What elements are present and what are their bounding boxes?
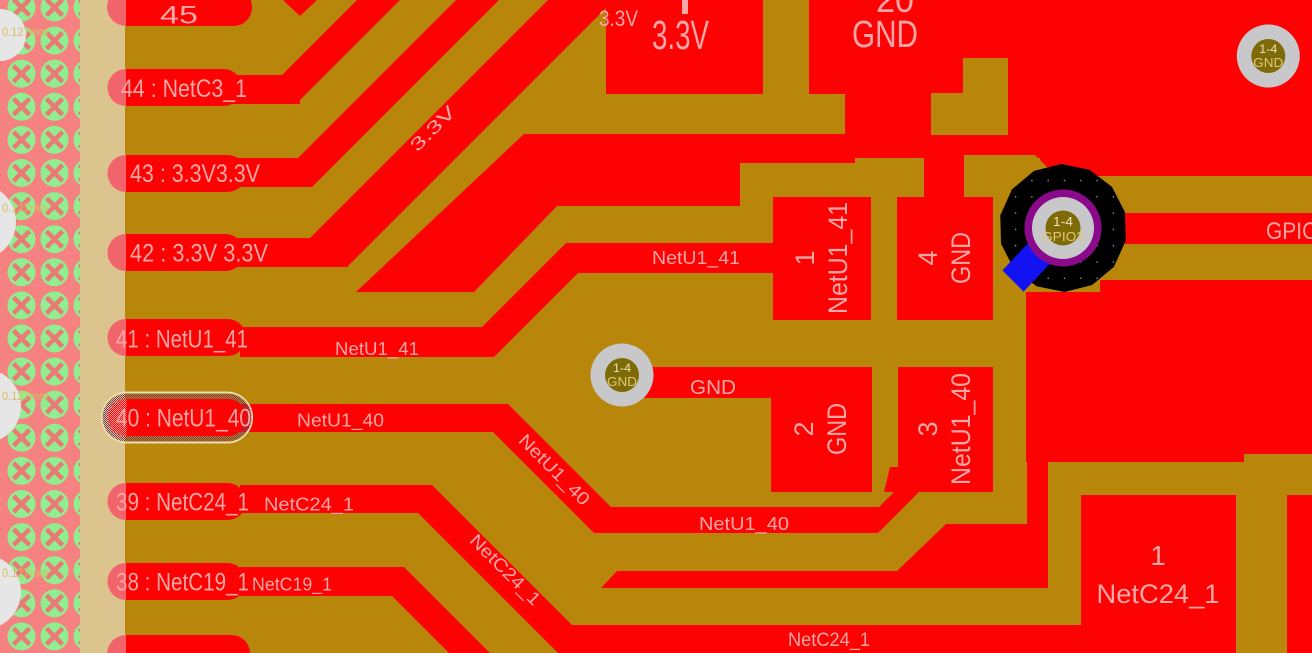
svg-text:NetC24_1: NetC24_1 xyxy=(264,495,354,516)
svg-text:4: 4 xyxy=(913,250,943,265)
svg-text:42 : 3.3V 3.3V: 42 : 3.3V 3.3V xyxy=(130,240,268,268)
svg-text:41 : NetU1_41: 41 : NetU1_41 xyxy=(116,326,248,354)
svg-text:NetC24_1: NetC24_1 xyxy=(788,630,870,651)
svg-text:0.127mm: 0.127mm xyxy=(2,566,48,580)
svg-text:NetC24_1: NetC24_1 xyxy=(1097,579,1220,609)
svg-text:45: 45 xyxy=(160,2,198,30)
svg-text:NetU1_40: NetU1_40 xyxy=(946,373,976,485)
svg-text:0.127mm: 0.127mm xyxy=(2,25,48,39)
svg-text:1: 1 xyxy=(790,250,820,265)
svg-text:20: 20 xyxy=(876,0,914,20)
svg-text:NetU1_41: NetU1_41 xyxy=(335,339,419,360)
svg-text:GND: GND xyxy=(690,377,736,399)
svg-text:0.127mm: 0.127mm xyxy=(2,201,48,215)
svg-text:2: 2 xyxy=(789,421,819,436)
svg-text:GPIO3: GPIO3 xyxy=(1042,229,1084,244)
svg-text:NetU1_41: NetU1_41 xyxy=(652,248,740,269)
svg-text:NetU1_40: NetU1_40 xyxy=(297,411,384,432)
svg-text:GPIO3: GPIO3 xyxy=(1266,218,1312,245)
svg-text:GND: GND xyxy=(607,374,637,389)
svg-text:39 : NetC24_1: 39 : NetC24_1 xyxy=(116,489,249,517)
svg-text:GND: GND xyxy=(852,14,918,56)
svg-text:GND: GND xyxy=(1253,55,1283,70)
svg-text:44 : NetC3_1: 44 : NetC3_1 xyxy=(121,75,247,103)
svg-text:3.3V: 3.3V xyxy=(652,12,709,58)
svg-text:1-4: 1-4 xyxy=(1259,42,1277,56)
svg-text:NetU1_41: NetU1_41 xyxy=(823,202,853,314)
svg-text:3: 3 xyxy=(913,421,943,436)
svg-text:GND: GND xyxy=(822,403,852,455)
svg-text:1-4: 1-4 xyxy=(613,361,631,375)
svg-text:40 : NetU1_40: 40 : NetU1_40 xyxy=(116,405,251,433)
svg-text:3.3V: 3.3V xyxy=(599,6,638,31)
svg-text:38 : NetC19_1: 38 : NetC19_1 xyxy=(116,569,249,597)
svg-text:0.127mm: 0.127mm xyxy=(2,389,48,403)
svg-text:1: 1 xyxy=(1150,540,1166,571)
svg-text:NetC19_1: NetC19_1 xyxy=(252,575,332,596)
svg-text:NetU1_40: NetU1_40 xyxy=(699,514,789,535)
svg-text:1-4: 1-4 xyxy=(1053,214,1073,229)
svg-text:GND: GND xyxy=(946,232,976,284)
svg-text:43 : 3.3V3.3V: 43 : 3.3V3.3V xyxy=(130,160,260,188)
